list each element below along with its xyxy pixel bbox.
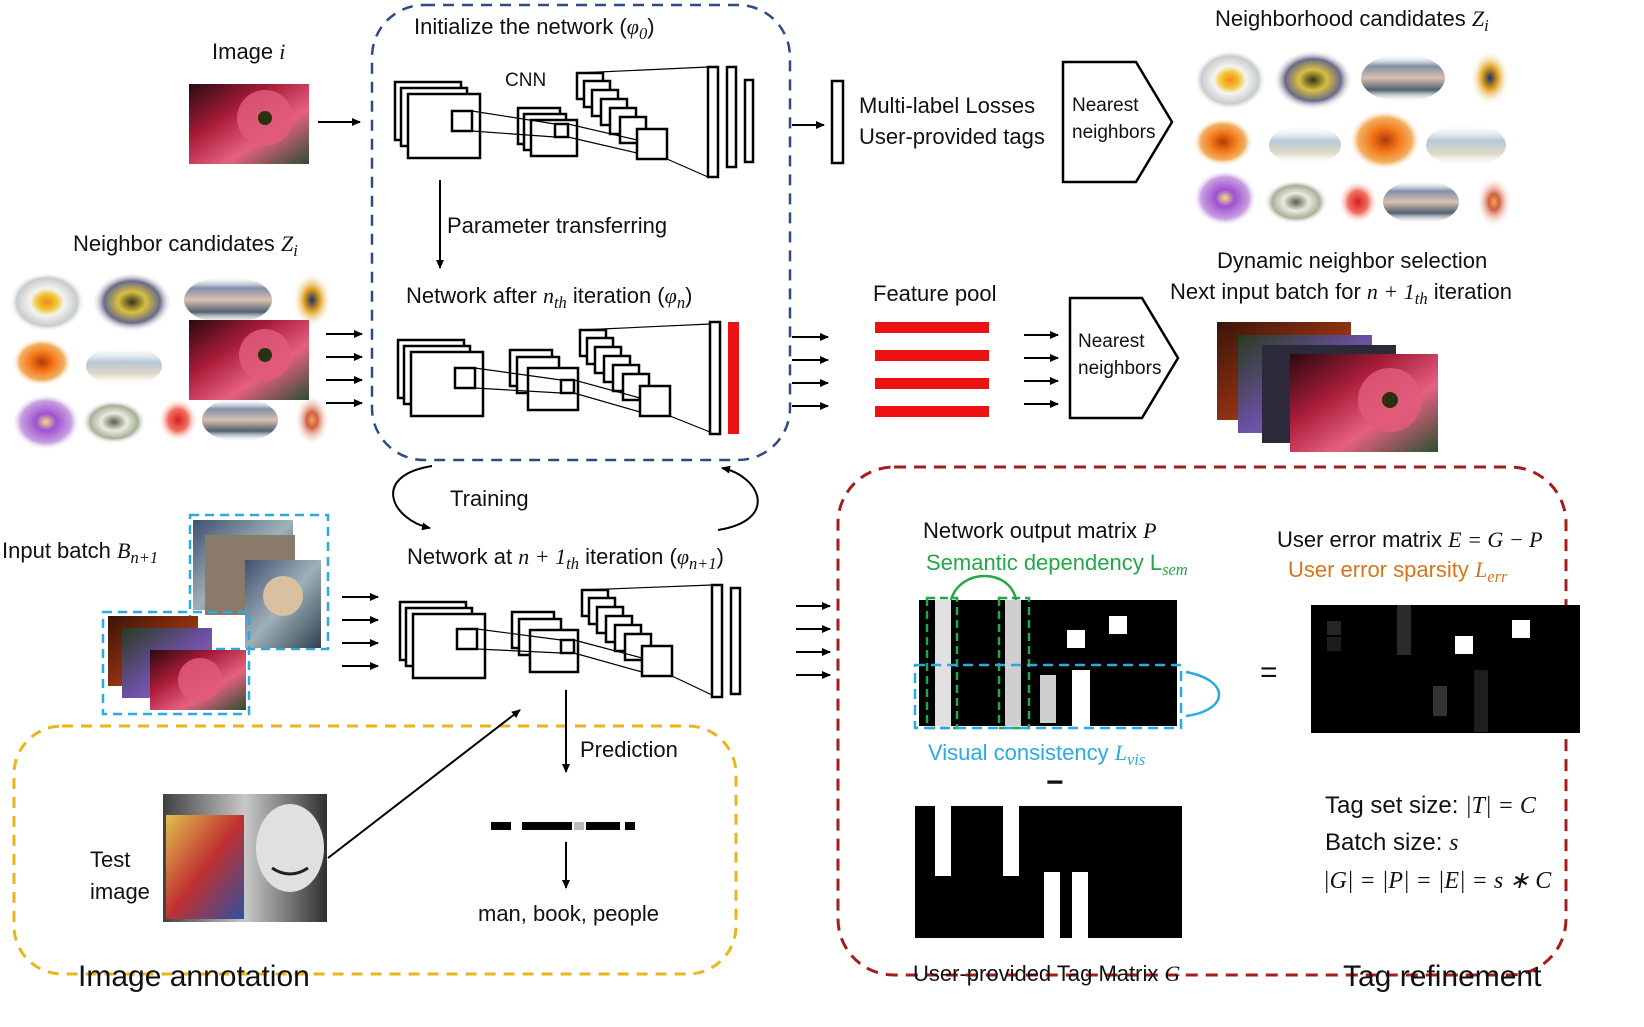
- annotation-result-label: man, book, people: [478, 901, 659, 926]
- nearest-neighbors-label-2a: Nearest: [1078, 331, 1145, 352]
- minus-sign: −: [1046, 766, 1064, 799]
- training-label: Training: [450, 486, 529, 511]
- test-image: [163, 794, 327, 922]
- image-i-flower-center: [258, 111, 272, 125]
- feature-pool-bars: [875, 322, 989, 417]
- annotation-region-border: [12, 724, 738, 976]
- cnn-initial: [393, 65, 755, 179]
- user-tag-matrix-label: User-provided Tag Matrix G: [913, 961, 1180, 986]
- cnn-iteration-n: [396, 320, 739, 436]
- input-batch-stack: [101, 513, 330, 716]
- network-to-matrix-arrows: [796, 602, 831, 679]
- neighborhood-candidates-label: Neighborhood candidates Zi: [1215, 6, 1489, 35]
- nearest-neighbors-pentagon-2: [1068, 296, 1180, 420]
- neighbor-candidates-label: Neighbor candidates Zi: [73, 231, 298, 260]
- nearest-neighbors-label-2b: neighbors: [1078, 358, 1161, 379]
- semantic-arrow: [949, 574, 1018, 601]
- test-to-network-line: [327, 709, 521, 859]
- losses-label: Multi-label Losses: [859, 93, 1035, 118]
- dynamic-selection-label: Dynamic neighbor selection: [1217, 248, 1487, 273]
- batch-to-network-arrows: [342, 593, 379, 670]
- input-batch-label: Input batch Bn+1: [2, 538, 158, 567]
- test-image-label-2: image: [90, 879, 150, 904]
- network-output-matrix-label: Network output matrix P: [923, 518, 1157, 543]
- image-i-label: Image i: [212, 39, 285, 64]
- test-image-label-1: Test: [90, 847, 130, 872]
- image-annotation-title: Image annotation: [78, 960, 310, 993]
- cnn-iteration-n-plus-1: [398, 583, 742, 699]
- output-vector: [830, 79, 845, 165]
- prediction-label: Prediction: [580, 737, 678, 762]
- feature-layer-highlight: [728, 322, 739, 434]
- size-equation-label: |G| = |P| = |E| = s ∗ C: [1323, 868, 1552, 894]
- network-region-border: [370, 3, 792, 462]
- network-after-title: Network after nth iteration (φn): [406, 283, 692, 312]
- nearest-neighbors-label-1a: Nearest: [1072, 95, 1139, 116]
- semantic-dependency-label: Semantic dependency Lsem: [926, 550, 1188, 579]
- tag-refinement-title: Tag refinement: [1343, 960, 1542, 993]
- batch-size-label: Batch size: s: [1325, 829, 1458, 856]
- pool-to-neighbors-arrows: [1024, 331, 1059, 408]
- user-tags-label: User-provided tags: [859, 124, 1045, 149]
- nearest-neighbors-pentagon-1: [1061, 60, 1174, 184]
- neighbor-candidates-grid: [9, 272, 332, 450]
- cnn-label: CNN: [505, 70, 546, 91]
- next-batch-stack: [1217, 322, 1438, 452]
- feature-pool-label: Feature pool: [873, 281, 997, 306]
- user-error-matrix-e: [1311, 605, 1580, 733]
- candidates-to-network-arrows: [326, 330, 363, 407]
- training-arrow-right: [717, 465, 759, 531]
- visual-consistency-label: Visual consistency Lvis: [928, 740, 1145, 769]
- tag-set-size-label: Tag set size: |T| = C: [1325, 792, 1537, 819]
- user-tag-matrix-g: [915, 806, 1182, 938]
- prediction-vector: [491, 822, 635, 830]
- next-batch-label: Next input batch for n + 1th iteration: [1170, 279, 1512, 308]
- user-error-matrix-label: User error matrix E = G − P: [1277, 527, 1543, 552]
- output-matrix-p: [913, 596, 1183, 730]
- neighborhood-candidates-grid: [1193, 50, 1512, 228]
- network-at-title: Network at n + 1th iteration (φn+1): [407, 544, 724, 573]
- equals-sign: =: [1260, 656, 1278, 689]
- user-error-sparsity-label: User error sparsity Lerr: [1288, 557, 1508, 586]
- parameter-transferring-label: Parameter transferring: [447, 213, 667, 238]
- network-to-pool-arrows: [792, 333, 829, 410]
- training-arrow-left: [392, 465, 433, 531]
- visual-consistency-arrow: [1185, 670, 1220, 718]
- nearest-neighbors-label-1b: neighbors: [1072, 122, 1155, 143]
- init-network-title: Initialize the network (φ0): [414, 14, 655, 43]
